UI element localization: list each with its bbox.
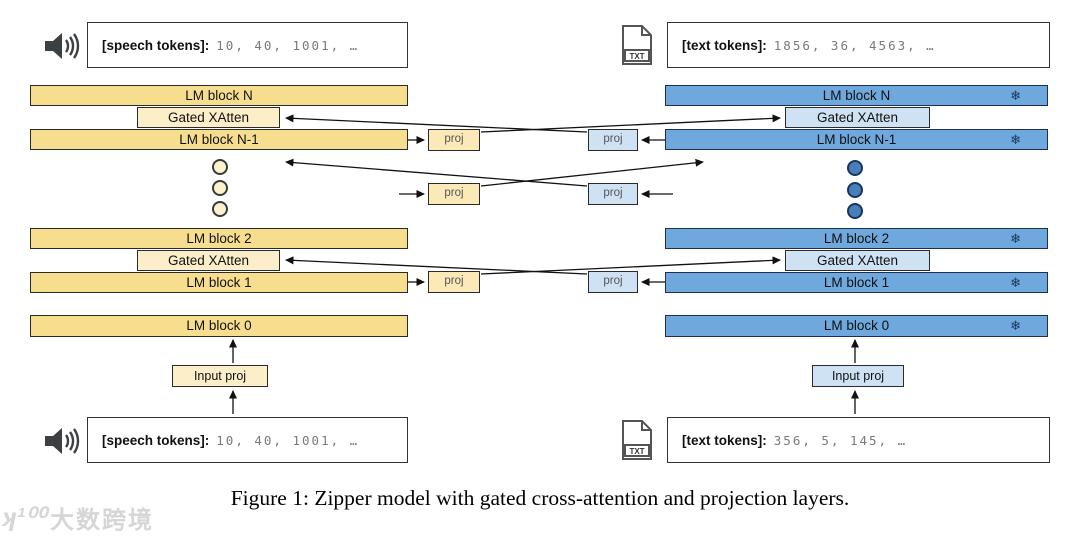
speech-proj-middle: proj	[428, 183, 480, 205]
text-input-proj: Input proj	[812, 365, 904, 387]
text-gated-xatten-upper: Gated XAtten	[785, 107, 930, 128]
frozen-snowflake-icon: ❄	[1010, 317, 1021, 333]
proj-label: proj	[444, 275, 464, 288]
text-lm-block-1: LM block 1 ❄	[665, 272, 1048, 293]
text-lm-block-n: LM block N ❄	[665, 85, 1048, 106]
speech-lm-block-n1: LM block N-1	[30, 129, 408, 150]
proj-label: proj	[603, 275, 623, 288]
speaker-icon	[42, 426, 82, 456]
watermark-text: 大数跨境	[49, 507, 154, 534]
speech-lm-block-1-label: LM block 1	[186, 274, 252, 290]
text-lm-block-2-label: LM block 2	[823, 230, 890, 246]
text-tokens-values: 1856, 36, 4563, …	[773, 37, 936, 53]
txt-icon-label: TXT	[629, 52, 644, 61]
text-ellipsis-dot	[847, 203, 863, 219]
speech-tokens-input-box: [speech tokens]: 10, 40, 1001, …	[87, 22, 408, 68]
speech-tokens-label: [speech tokens]:	[102, 432, 210, 448]
text-proj-upper: proj	[588, 129, 638, 151]
text-tokens-input-box: [text tokens]: 1856, 36, 4563, …	[667, 22, 1050, 68]
text-lm-block-n1-label: LM block N-1	[816, 131, 897, 147]
text-lm-block-2: LM block 2 ❄	[665, 228, 1048, 249]
speech-tokens-values: 10, 40, 1001, …	[216, 37, 360, 53]
speech-gated-xatten-lower: Gated XAtten	[137, 250, 280, 271]
proj-label: proj	[444, 187, 464, 200]
text-proj-lower: proj	[588, 271, 638, 293]
speech-gated-xatten-upper-label: Gated XAtten	[167, 109, 250, 125]
speech-lm-block-2: LM block 2	[30, 228, 408, 249]
watermark-logo: ʞ¹⁰⁰	[2, 502, 46, 532]
txt-file-icon: TXT	[620, 24, 654, 66]
speech-ellipsis-dot	[212, 180, 228, 196]
frozen-snowflake-icon: ❄	[1010, 274, 1021, 290]
speech-lm-block-1: LM block 1	[30, 272, 408, 293]
text-lm-block-n1: LM block N-1 ❄	[665, 129, 1048, 150]
text-ellipsis-dot	[847, 182, 863, 198]
text-lm-block-0-label: LM block 0	[823, 318, 890, 334]
text-lm-block-n-label: LM block N	[822, 87, 891, 103]
text-input-proj-label: Input proj	[831, 368, 885, 383]
speech-lm-block-n1-label: LM block N-1	[179, 131, 259, 147]
speech-lm-block-n: LM block N	[30, 85, 408, 106]
speech-gated-xatten-upper: Gated XAtten	[137, 107, 280, 128]
speech-proj-lower: proj	[428, 271, 480, 293]
speech-input-proj-label: Input proj	[193, 368, 247, 383]
text-lm-block-0: LM block 0 ❄	[665, 315, 1048, 337]
speech-gated-xatten-lower-label: Gated XAtten	[167, 252, 250, 268]
text-gated-xatten-lower: Gated XAtten	[785, 250, 930, 271]
speech-lm-block-0: LM block 0	[30, 315, 408, 337]
text-tokens-label: [text tokens]:	[682, 432, 767, 448]
text-ellipsis-dot	[847, 160, 863, 176]
frozen-snowflake-icon: ❄	[1010, 87, 1021, 103]
figure-caption: Figure 1: Zipper model with gated cross-…	[230, 486, 850, 510]
speech-input-proj: Input proj	[172, 365, 268, 387]
speaker-icon	[42, 31, 82, 61]
text-lm-block-1-label: LM block 1	[823, 274, 890, 290]
txt-icon-label: TXT	[629, 447, 644, 456]
text-gated-xatten-lower-label: Gated XAtten	[816, 252, 899, 268]
proj-label: proj	[603, 187, 623, 200]
speech-tokens-values: 10, 40, 1001, …	[216, 432, 360, 448]
speech-tokens-source-box: [speech tokens]: 10, 40, 1001, …	[87, 417, 408, 463]
speech-lm-block-n-label: LM block N	[185, 87, 253, 103]
frozen-snowflake-icon: ❄	[1010, 131, 1021, 147]
watermark: ʞ¹⁰⁰ 大数跨境	[2, 500, 154, 535]
speech-lm-block-0-label: LM block 0	[186, 318, 252, 334]
text-tokens-values: 356, 5, 145, …	[773, 432, 908, 448]
speech-tokens-label: [speech tokens]:	[102, 37, 210, 53]
text-tokens-source-box: [text tokens]: 356, 5, 145, …	[667, 417, 1050, 463]
text-tokens-label: [text tokens]:	[682, 37, 767, 53]
speech-ellipsis-dot	[212, 159, 228, 175]
speech-lm-block-2-label: LM block 2	[186, 230, 252, 246]
frozen-snowflake-icon: ❄	[1010, 230, 1021, 246]
speech-ellipsis-dot	[212, 201, 228, 217]
txt-file-icon: TXT	[620, 419, 654, 461]
proj-label: proj	[603, 133, 623, 146]
text-proj-middle: proj	[588, 183, 638, 205]
text-gated-xatten-upper-label: Gated XAtten	[816, 109, 899, 125]
speech-proj-upper: proj	[428, 129, 480, 151]
proj-label: proj	[444, 133, 464, 146]
